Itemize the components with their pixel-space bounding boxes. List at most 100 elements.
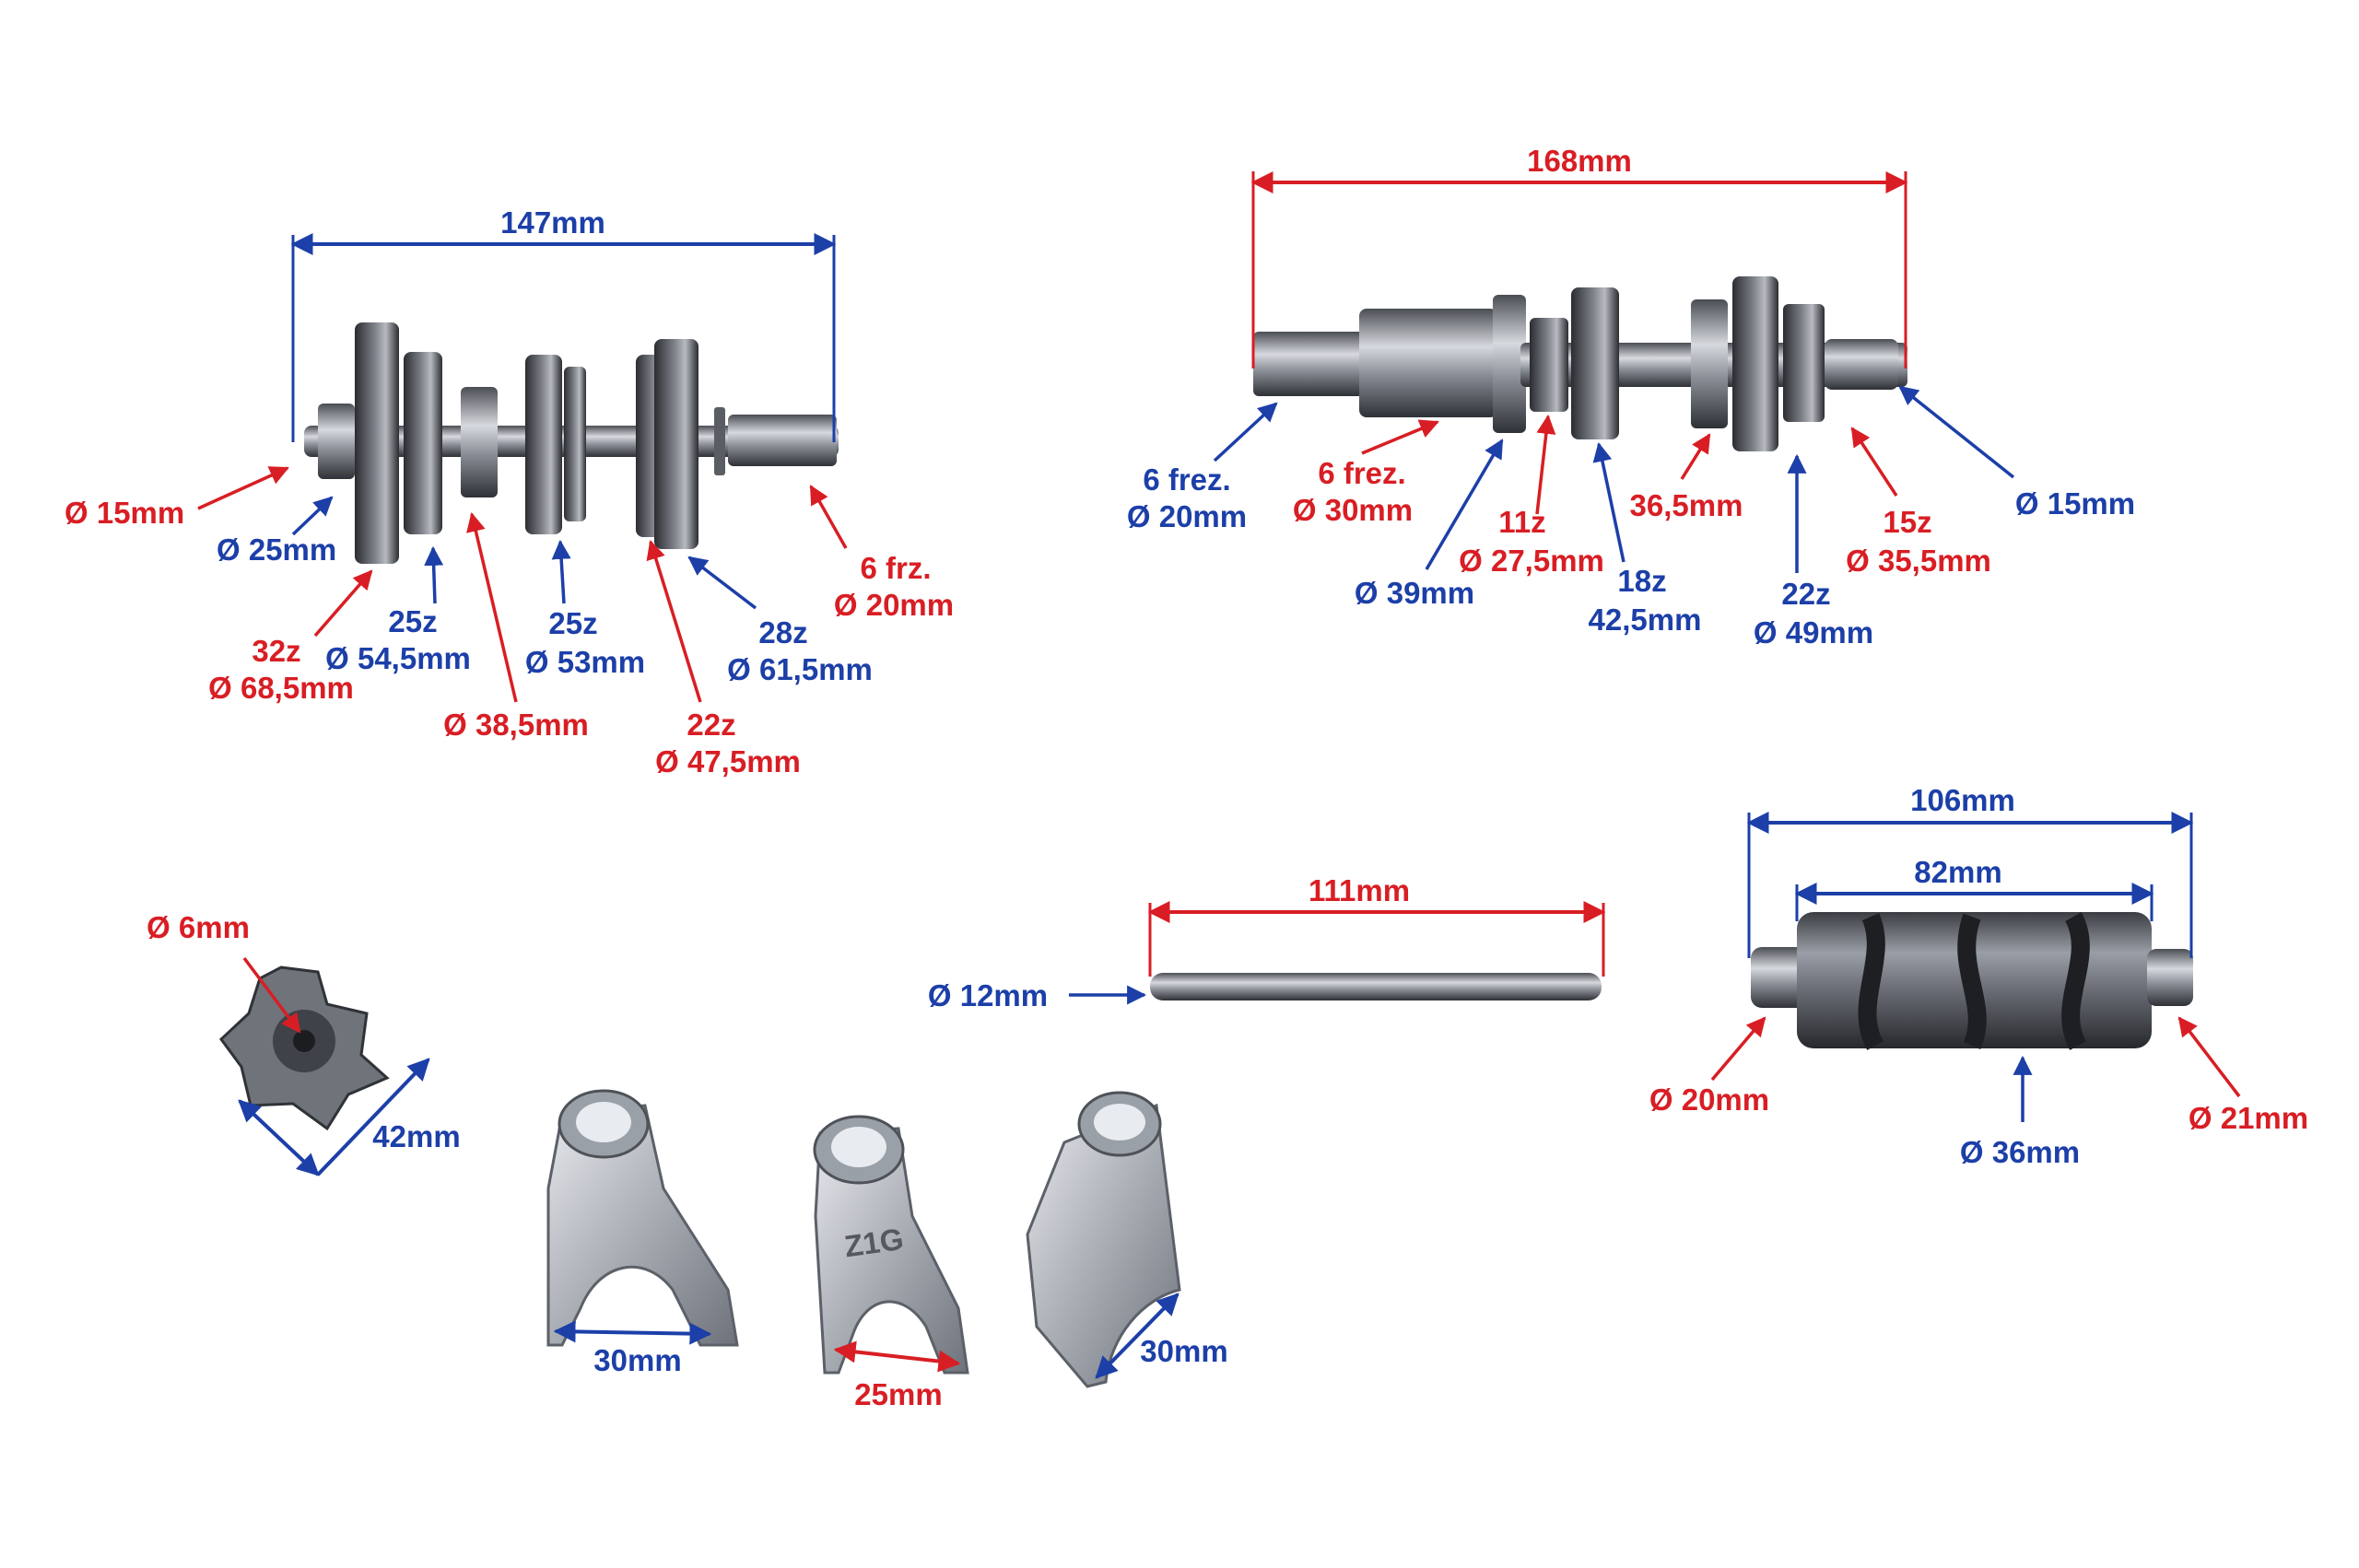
shift-rod-body (1150, 973, 1602, 1000)
gear-22z-main-teeth: 22z (1781, 577, 1830, 611)
leader-36 (1680, 433, 1711, 480)
drum-right-journal (2147, 949, 2193, 1006)
fork-2-stamp: Z1G (842, 1222, 906, 1264)
leader-right-end (1898, 385, 2015, 479)
countershaft (304, 322, 839, 564)
mainshaft-right-end (1825, 339, 1898, 390)
fork-1-width-arrow (553, 1320, 712, 1345)
gear-36 (1691, 299, 1728, 428)
countershaft-spline-label: 6 frz. (860, 551, 931, 585)
leader-spline-b (1361, 419, 1439, 455)
gear-22z-main (1732, 276, 1778, 451)
rod-length: 111mm (1309, 873, 1410, 907)
index-star-hole (293, 1030, 315, 1052)
shift-drum-dimensions: 106mm 82mm Ø 20mm Ø 36mm Ø 21mm (1649, 783, 2308, 1169)
leader-25z-b (551, 539, 571, 604)
star-width-arrow-2 (316, 1058, 430, 1176)
mainshaft-dimensions (1213, 171, 2015, 573)
shift-rod: 111mm Ø 12mm (928, 873, 1606, 1012)
mainshaft-right-end-dia: Ø 15mm (2015, 486, 2135, 521)
leader-18z (1592, 441, 1625, 563)
index-star (219, 965, 390, 1131)
countershaft-collar-dia: Ø 25mm (217, 532, 336, 567)
gear-25z-a-teeth: 25z (388, 604, 437, 638)
gear-28z-teeth: 28z (758, 615, 807, 649)
countershaft-left-end-dia: Ø 15mm (65, 496, 184, 530)
gear-25z-a (404, 352, 442, 534)
drum-groove-1 (1858, 912, 1885, 1050)
mainshaft-collar-dia: Ø 39mm (1355, 576, 1474, 610)
leader-spline-a (1213, 402, 1278, 462)
drum-body-length: 82mm (1914, 855, 2001, 889)
gear-36-dia: 36,5mm (1630, 488, 1743, 522)
countershaft-labels: 147mm Ø 15mm Ø 25mm 32z Ø 68,5mm 25z Ø 5… (65, 205, 954, 778)
countershaft-spline-end (728, 415, 837, 466)
leader-15z (1850, 427, 1898, 497)
gear-11z-dia: Ø 27,5mm (1459, 544, 1604, 578)
leader-left-end (197, 466, 289, 510)
leader-collar-main (1425, 439, 1504, 570)
shift-fork-2: Z1G 25mm (813, 1115, 969, 1411)
gear-22z-dia: Ø 47,5mm (655, 744, 801, 778)
mainshaft-length-label: 168mm (1527, 144, 1632, 178)
gear-22z-teeth: 22z (687, 708, 735, 742)
leader-28z (687, 556, 757, 610)
gear-22z-main-dia: Ø 49mm (1754, 615, 1873, 649)
mainshaft-spline-b-dia: Ø 30mm (1293, 493, 1413, 527)
leader-bushing (466, 511, 518, 703)
mainshaft-labels: 168mm 6 frez. Ø 20mm 6 frez. Ø 30mm Ø 39… (1127, 144, 2135, 649)
gear-18z (1571, 287, 1619, 439)
countershaft-spline-dia: Ø 20mm (834, 588, 954, 622)
gear-28z (654, 339, 698, 549)
countershaft-dimensions (197, 233, 848, 703)
shift-fork-3: 30mm (1026, 1091, 1228, 1388)
gear-11z (1530, 318, 1568, 412)
gear-25z-b (525, 355, 562, 534)
gear-18z-dia: 42,5mm (1589, 603, 1702, 637)
drum-left-dia: Ø 20mm (1649, 1082, 1769, 1117)
shift-fork-3-bore (1094, 1104, 1145, 1141)
fork-3-width-arrow (1095, 1293, 1180, 1379)
mainshaft-collar (1493, 295, 1526, 433)
index-star-dimensions: Ø 6mm 42mm (147, 910, 461, 1176)
leader-star-hole (242, 956, 301, 1034)
leader-11z (1535, 414, 1556, 515)
drum-total-length: 106mm (1910, 783, 2015, 817)
shift-fork-1-bore (576, 1102, 631, 1142)
leader-25z-a (424, 545, 444, 604)
shift-drum (1751, 912, 2193, 1050)
gear-32z (355, 322, 399, 564)
shift-fork-1: 30mm (546, 1089, 739, 1377)
fork-2-width-arrow (833, 1340, 961, 1373)
mainshaft-spline-b (1359, 309, 1497, 417)
mainshaft-spline-a-dia: Ø 20mm (1127, 499, 1247, 533)
gear-32z-teeth: 32z (252, 634, 300, 668)
gear-25z-b-dia: Ø 53mm (525, 645, 645, 679)
gear-18z-teeth: 18z (1617, 564, 1666, 598)
star-hole-dia: Ø 6mm (147, 910, 250, 944)
bushing (461, 387, 498, 497)
fork-1-width: 30mm (593, 1343, 681, 1377)
leader-32z (313, 569, 373, 638)
shift-fork-2-body (814, 1127, 969, 1375)
star-width: 42mm (372, 1119, 460, 1153)
gear-15z (1783, 304, 1825, 422)
gear-25z-b-teeth: 25z (548, 606, 597, 640)
countershaft-washer (714, 407, 725, 475)
bushing-dia: Ø 38,5mm (443, 708, 589, 742)
fork-3-width: 30mm (1140, 1334, 1227, 1368)
leader-collar (291, 496, 334, 536)
shift-fork-2-bore (831, 1127, 886, 1167)
shift-fork-1-body (546, 1104, 739, 1347)
mainshaft-spline-a-label: 6 frez. (1143, 462, 1230, 497)
leader-22z (646, 539, 702, 703)
star-width-arrow (238, 1099, 320, 1176)
drum-right-dia: Ø 21mm (2189, 1101, 2308, 1135)
countershaft-collar (318, 404, 355, 479)
rod-dia: Ø 12mm (928, 978, 1048, 1012)
gear-28z-dia: Ø 61,5mm (727, 652, 873, 686)
drum-body-dia: Ø 36mm (1960, 1135, 2080, 1169)
gear-32z-dia: Ø 68,5mm (208, 671, 354, 705)
fork-2-width: 25mm (854, 1377, 942, 1411)
